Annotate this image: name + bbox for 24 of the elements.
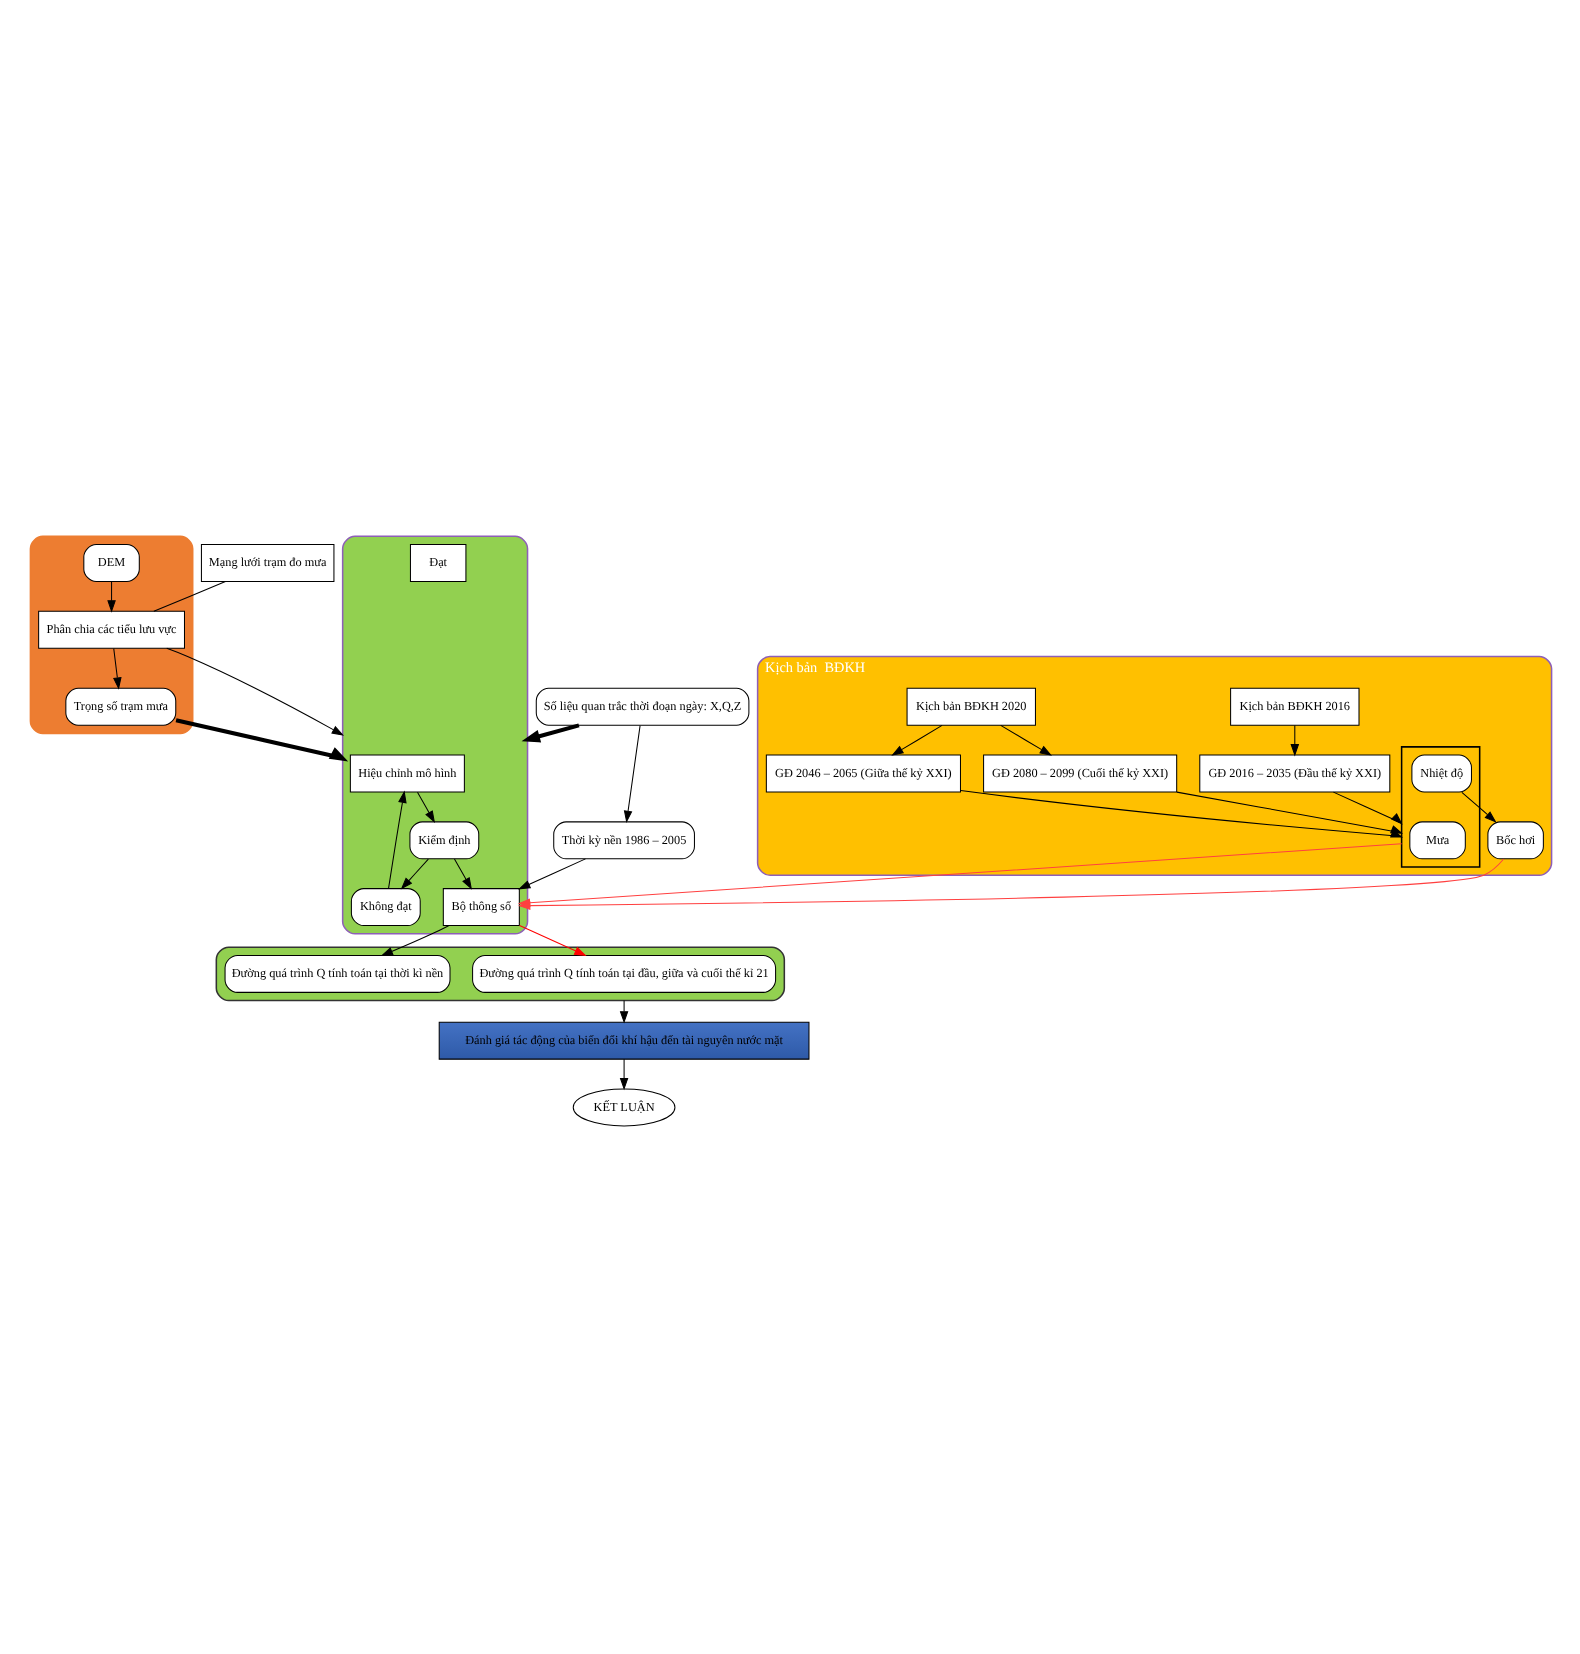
arrow — [518, 924, 586, 956]
arrow — [106, 581, 115, 613]
arrow — [1289, 725, 1299, 757]
connector — [152, 581, 225, 612]
arrow — [165, 647, 343, 736]
arrow — [452, 858, 471, 890]
arrow — [1331, 791, 1402, 825]
arrow — [112, 648, 121, 690]
arrow — [1175, 791, 1403, 834]
cluster — [28, 535, 193, 735]
cluster — [1399, 746, 1480, 868]
arrow — [622, 725, 640, 823]
arrow — [399, 858, 428, 890]
arrow — [999, 724, 1051, 756]
arrow — [618, 1000, 628, 1024]
arrow — [415, 791, 435, 824]
arrow — [174, 718, 348, 762]
arrow — [387, 790, 406, 889]
arrow — [618, 1058, 628, 1091]
arrow — [379, 925, 449, 956]
arrow — [517, 858, 585, 890]
arrow — [520, 723, 579, 743]
arrow — [1460, 791, 1496, 823]
arrow — [890, 724, 942, 756]
